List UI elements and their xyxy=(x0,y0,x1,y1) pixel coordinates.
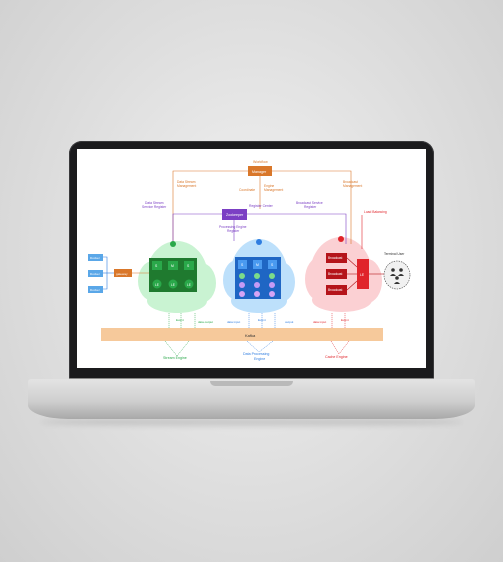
load-balancing-label: Load Balancing xyxy=(364,210,387,214)
register-center-label: Register Center xyxy=(249,204,274,208)
flow-data-input-2: data input xyxy=(313,320,326,324)
stream-bottom-label-3: LE xyxy=(187,283,191,287)
stream-service-register-2: Service Register xyxy=(142,205,167,209)
gateway-box xyxy=(114,269,132,277)
processing-top-label-2: M xyxy=(256,263,259,267)
stream-bottom-label-1: LE xyxy=(155,283,159,287)
flow-event-3: Event xyxy=(341,318,349,322)
docker-label-1: Docker xyxy=(90,256,100,260)
broadcast-service-register-2: Register xyxy=(304,205,317,209)
broadcast-mgmt-1: Broadcast xyxy=(343,180,358,184)
data-stream-mgmt-2: Management xyxy=(177,184,196,188)
processing-top-label-1: S xyxy=(241,263,244,267)
broadcast-label-2: Broadcast xyxy=(328,272,342,276)
flow-output-2: output xyxy=(285,320,294,324)
processing-engine-nodes xyxy=(238,260,277,297)
docker-lines xyxy=(103,256,114,290)
flow-data-input-1: data input xyxy=(227,320,240,324)
manager-label: Manager xyxy=(252,170,267,174)
stream-bottom-label-2: LE xyxy=(171,283,175,287)
broadcast-boxes xyxy=(326,253,347,295)
broadcast-mgmt-2: Management xyxy=(343,184,362,188)
workflow-label: Workflow xyxy=(253,160,268,164)
cache-le-label: LE xyxy=(360,273,365,277)
broadcast-to-le-lines xyxy=(346,257,384,291)
stream-service-register-1: Data Stream xyxy=(145,201,164,205)
kafka-bar xyxy=(101,328,383,341)
processing-engine-register-2: Register xyxy=(227,229,240,233)
processing-top-label-3: S xyxy=(271,263,274,267)
cache-engine-dot xyxy=(338,236,344,242)
stream-top-label-3: S xyxy=(187,264,190,268)
processing-engine-dot xyxy=(256,239,262,245)
processing-engine-caption-2: Engine xyxy=(254,357,265,361)
cache-engine-caption: Cache Engine xyxy=(325,355,348,359)
processing-engine-caption-1: Data Processing xyxy=(243,352,269,356)
docker-box-1 xyxy=(88,254,103,261)
stream-engine-nodes xyxy=(152,261,194,289)
engine-mgmt-2: Management xyxy=(264,188,283,192)
docker-label-2: Docker xyxy=(90,272,100,276)
zookeeper-box xyxy=(222,209,247,220)
stream-top-label-1: S xyxy=(155,264,158,268)
engine-mgmt-1: Engine xyxy=(264,184,274,188)
cache-le-box xyxy=(357,259,369,289)
gateway-label: gateway xyxy=(116,272,128,276)
zookeeper-label: Zookeeper xyxy=(226,213,244,217)
flow-data-output-1: data output xyxy=(198,320,213,324)
laptop-trackpad-notch xyxy=(210,381,293,386)
kafka-label: Kafka xyxy=(245,333,256,338)
docker-box-3 xyxy=(88,286,103,293)
architecture-diagram: Kafka Workflow Manager xyxy=(88,160,411,361)
coordinate-label: Coordinate xyxy=(239,188,255,192)
stream-engine-dot xyxy=(170,241,176,247)
processing-engine-register-1: Processing Engine xyxy=(219,225,247,229)
broadcast-label-1: Broadcast xyxy=(328,256,342,260)
kafka-flow-lines xyxy=(164,313,350,357)
broadcast-service-register-1: Broadcast Service xyxy=(296,201,323,205)
terminal-user-label: Terminal User xyxy=(384,252,405,256)
docker-box-2 xyxy=(88,270,103,277)
flow-event-1: Event xyxy=(176,318,184,322)
stream-engine-caption: Stream Engine xyxy=(163,356,187,360)
broadcast-label-3: Broadcast xyxy=(328,288,342,292)
docker-label-3: Docker xyxy=(90,288,100,292)
register-lines xyxy=(172,213,347,244)
stream-top-label-2: M xyxy=(171,264,174,268)
flow-event-2: Event xyxy=(258,318,266,322)
laptop-shadow xyxy=(40,418,463,426)
laptop-screen: Kafka Workflow Manager xyxy=(77,149,426,368)
manager-box xyxy=(248,166,272,176)
terminal-user-cloud xyxy=(383,260,411,290)
data-stream-mgmt-1: Data Stream xyxy=(177,180,196,184)
users-icon xyxy=(390,268,404,284)
